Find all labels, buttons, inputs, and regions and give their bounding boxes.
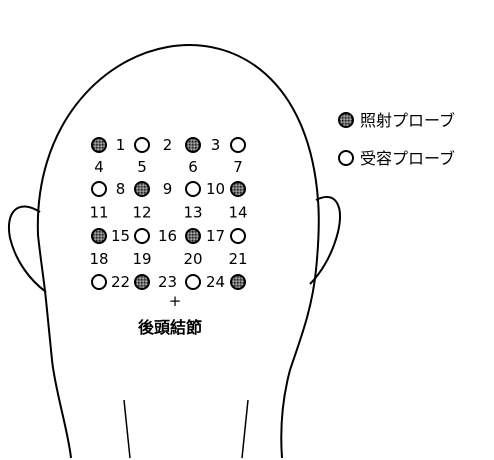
channel-number: 15 <box>111 227 130 245</box>
channel-number: 19 <box>132 250 151 268</box>
emitter-probe <box>230 274 246 290</box>
channel-number: 17 <box>206 227 225 245</box>
detector-probe <box>134 228 150 244</box>
legend-detector-icon <box>338 150 354 166</box>
emitter-probe <box>134 274 150 290</box>
channel-number: 1 <box>116 136 126 154</box>
legend-emitter-label: 照射プローブ <box>360 111 455 130</box>
channel-number: 6 <box>188 158 198 176</box>
detector-probe <box>91 274 107 290</box>
landmark-symbol: + <box>169 292 182 310</box>
left-ear <box>7 205 47 293</box>
channel-number: 23 <box>158 273 177 291</box>
neck-left <box>123 399 131 459</box>
head-outline <box>36 44 320 459</box>
channel-number: 2 <box>163 136 173 154</box>
channel-number: 14 <box>228 204 247 222</box>
landmark-label: 後頭結節 <box>138 318 202 337</box>
channel-number: 18 <box>89 250 108 268</box>
channel-number: 22 <box>111 273 130 291</box>
channel-number: 3 <box>211 136 221 154</box>
detector-probe <box>230 228 246 244</box>
emitter-probe <box>91 137 107 153</box>
channel-number: 11 <box>89 204 108 222</box>
neck-right <box>241 399 249 459</box>
legend-emitter-icon <box>338 112 354 128</box>
channel-number: 20 <box>183 250 202 268</box>
legend-detector-label: 受容プローブ <box>360 149 455 168</box>
emitter-probe <box>185 228 201 244</box>
emitter-probe <box>185 137 201 153</box>
channel-number: 13 <box>183 204 202 222</box>
detector-probe <box>134 137 150 153</box>
detector-probe <box>185 181 201 197</box>
right-ear <box>309 196 341 285</box>
channel-number: 10 <box>206 180 225 198</box>
channel-number: 12 <box>132 204 151 222</box>
emitter-probe <box>134 181 150 197</box>
channel-number: 5 <box>137 158 147 176</box>
channel-number: 24 <box>206 273 225 291</box>
channel-number: 16 <box>158 227 177 245</box>
emitter-probe <box>91 228 107 244</box>
detector-probe <box>91 181 107 197</box>
channel-number: 9 <box>163 180 173 198</box>
emitter-probe <box>230 181 246 197</box>
detector-probe <box>230 137 246 153</box>
channel-number: 4 <box>94 158 104 176</box>
probe-grid <box>91 137 246 290</box>
channel-number: 7 <box>233 158 243 176</box>
legend: 照射プローブ 受容プローブ <box>338 111 455 168</box>
channel-number: 21 <box>228 250 247 268</box>
detector-probe <box>185 274 201 290</box>
channel-number: 8 <box>116 180 126 198</box>
